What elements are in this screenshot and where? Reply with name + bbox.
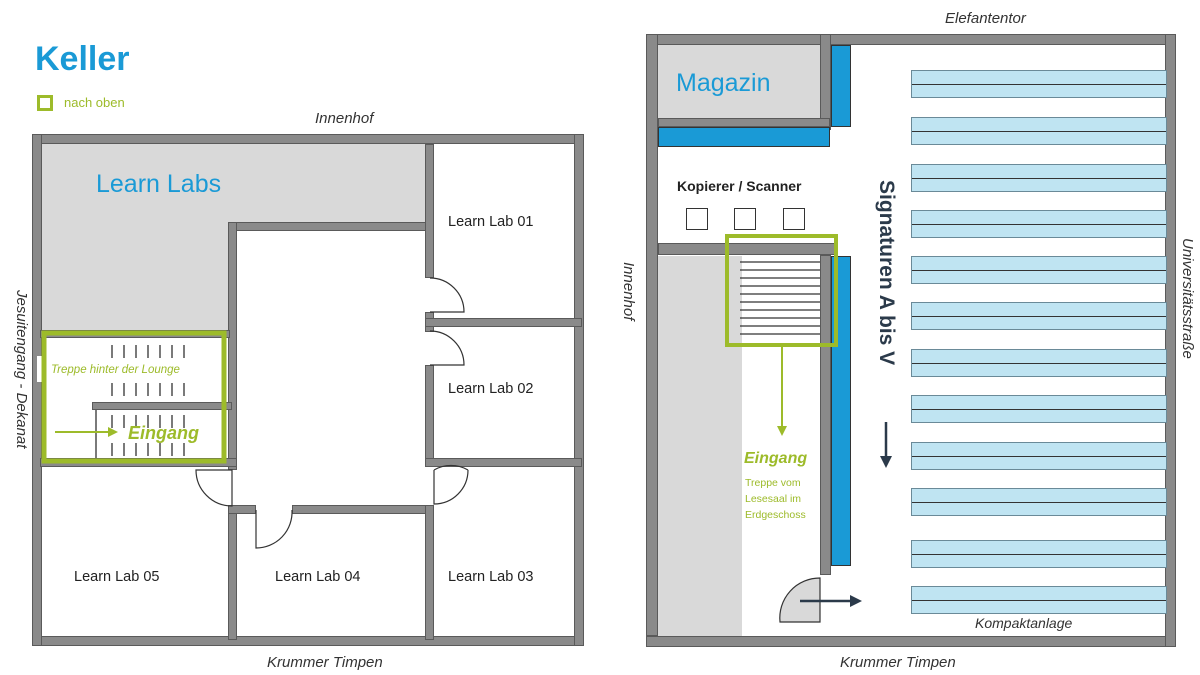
signatures-label: Signaturen A bis V (875, 180, 898, 366)
compact-shelf (911, 117, 1167, 145)
stair-steps-icon (740, 261, 820, 335)
stair-highlight-box (725, 234, 838, 347)
kompakt-label: Kompaktanlage (975, 615, 1073, 631)
legend-label: nach oben (64, 95, 125, 110)
blue-shelf (831, 45, 851, 127)
stair-note: Treppe vom Lesesaal im Erdgeschoss (745, 475, 806, 523)
compact-shelf (911, 488, 1167, 516)
learn-labs-area-bottom (40, 226, 233, 330)
wall (658, 118, 830, 127)
direction-arrow-down-icon (880, 422, 892, 468)
stair-note-line: Erdgeschoss (745, 509, 806, 521)
compact-shelf (911, 586, 1167, 614)
entrance-arrow-icon (55, 427, 118, 437)
stair-note-line: Lesesaal im (745, 493, 802, 505)
wall (574, 134, 584, 646)
copier-icon (686, 208, 708, 230)
side-opening (37, 356, 42, 382)
copier-label: Kopierer / Scanner (677, 178, 802, 194)
door-icon (195, 277, 469, 549)
room-label: Learn Lab 04 (275, 569, 361, 585)
magazin-label: Magazin (676, 69, 771, 97)
left-plan-drawing (37, 277, 469, 549)
stair-steps-icon (95, 345, 185, 458)
wall (425, 318, 582, 327)
street-label-top: Elefantentor (945, 10, 1026, 27)
wall (425, 458, 582, 467)
legend-swatch (37, 95, 53, 111)
stair-highlight-box (41, 330, 227, 464)
room-label: Learn Lab 01 (448, 214, 534, 230)
direction-arrow-right-icon (800, 595, 862, 607)
blue-shelf (658, 127, 830, 147)
street-label-right: Universitätsstraße (1179, 238, 1196, 359)
learn-labs-label: Learn Labs (96, 170, 222, 198)
stair-note: Treppe hinter der Lounge (51, 364, 180, 376)
compact-shelf (911, 256, 1167, 284)
compact-shelf (911, 70, 1167, 98)
entrance-arrow-down-icon (777, 345, 787, 436)
entrance-label: Eingang (744, 450, 808, 467)
street-label-left: Innenhof (620, 262, 637, 321)
compact-shelf (911, 395, 1167, 423)
page-title: Keller (35, 40, 130, 78)
copier-icon (734, 208, 756, 230)
street-label-top: Innenhof (315, 110, 374, 127)
street-label-bottom: Krummer Timpen (840, 654, 956, 671)
compact-shelf (911, 164, 1167, 192)
compact-shelf (911, 442, 1167, 470)
wall (425, 505, 434, 640)
room-label: Learn Lab 02 (448, 381, 534, 397)
wall (1165, 34, 1176, 647)
wall (228, 505, 256, 514)
wall (820, 255, 831, 575)
stair-note-line: Treppe vom (745, 477, 801, 489)
compact-shelf (911, 540, 1167, 568)
room-label: Learn Lab 05 (74, 569, 160, 585)
magazin-area (658, 45, 820, 119)
wall (646, 34, 658, 636)
compact-shelf (911, 210, 1167, 238)
street-label-bottom: Krummer Timpen (267, 654, 383, 671)
wall (425, 144, 434, 278)
compact-shelf (911, 302, 1167, 330)
room-label: Learn Lab 03 (448, 569, 534, 585)
door-icon (779, 577, 821, 623)
learn-labs-area-top (40, 144, 429, 226)
copier-icon (783, 208, 805, 230)
entrance-label: Eingang (128, 423, 199, 443)
stair-wall (92, 402, 232, 410)
compact-shelf (911, 349, 1167, 377)
